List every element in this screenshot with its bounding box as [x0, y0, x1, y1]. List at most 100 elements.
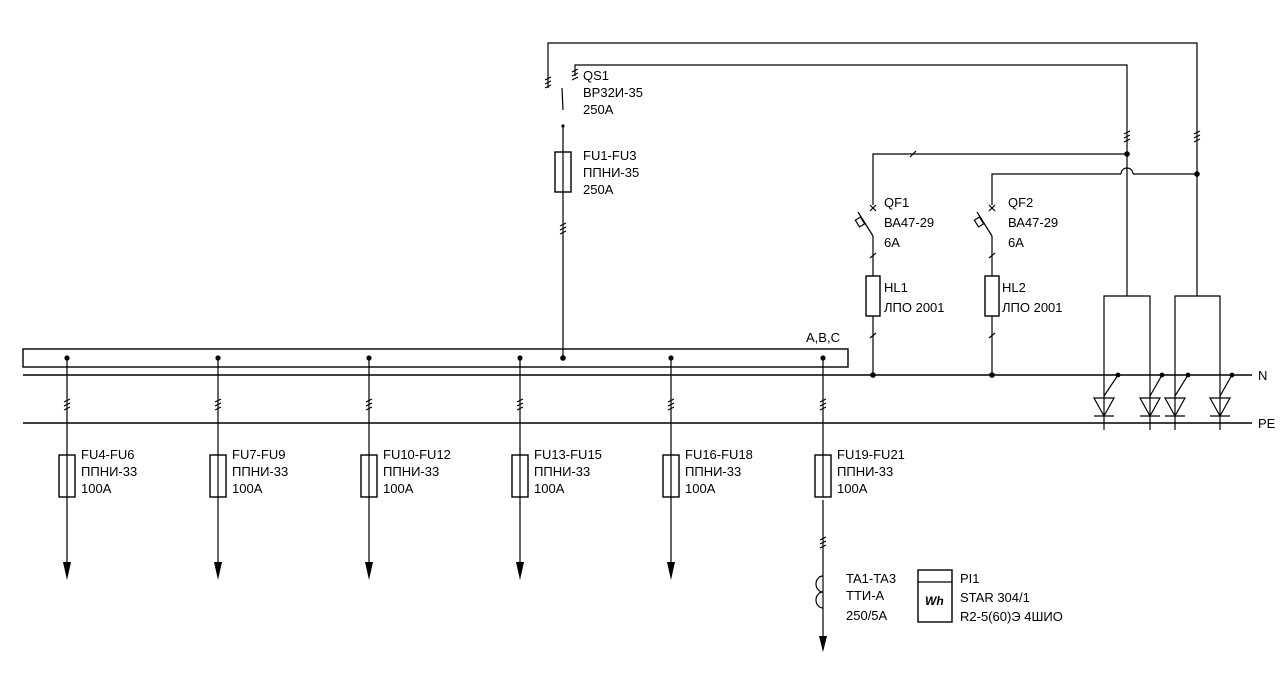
qf1-supply-wire: [872, 153, 1127, 205]
feeder-3-label: FU10-FU12: [383, 447, 451, 462]
fu1-fu3-type: ППНИ-35: [583, 165, 639, 180]
wh-meter-icon: Wh: [925, 594, 944, 608]
feeder-6-phase-ticks: [819, 398, 827, 411]
ta1-ta3-ct-coil: [815, 575, 824, 609]
feeder-4-rating: 100А: [534, 481, 565, 496]
feeder-2-type: ППНИ-33: [232, 464, 288, 479]
qs1-rating: 250А: [583, 102, 614, 117]
spd1-arrester-a: [1092, 374, 1119, 418]
feeder-4-type: ППНИ-33: [534, 464, 590, 479]
meter-spec: R2-5(60)Э 4ШИО: [960, 609, 1063, 624]
feeder-1-type: ППНИ-33: [81, 464, 137, 479]
feeder-2-phase-ticks: [214, 398, 222, 411]
feeder-1-rating: 100А: [81, 481, 112, 496]
ct-label: TA1-TA3: [846, 571, 896, 586]
qf2-tick: [988, 252, 996, 259]
qs1-type: ВР32И-35: [583, 85, 643, 100]
qs1-phase-ticks-left: [544, 76, 552, 89]
spd1-arrester-b: [1138, 374, 1163, 418]
meter-model: STAR 304/1: [960, 590, 1030, 605]
qf1-type: ВА47-29: [884, 215, 934, 230]
feeder-4-label: FU13-FU15: [534, 447, 602, 462]
qf1-trip-element: [854, 216, 866, 228]
hl2-tick: [988, 332, 996, 339]
incoming-bus-junction: [560, 355, 566, 361]
hl2-n-junction: [989, 372, 995, 378]
metering-phase-ticks: [819, 536, 827, 549]
feeder-5-phase-ticks: [667, 398, 675, 411]
qf2-label: QF2: [1008, 195, 1033, 210]
feeder-5-arrow: [667, 562, 675, 580]
qs1-blade: [561, 87, 564, 111]
spd2-arrester-b: [1208, 374, 1233, 418]
spd1-n-dot-b: [1159, 372, 1165, 378]
qf2-blade: [976, 211, 993, 237]
feeder-6-rating: 100А: [837, 481, 868, 496]
fu1-fu3-label: FU1-FU3: [583, 148, 636, 163]
hl1-label: HL1: [884, 280, 908, 295]
incoming-wire-inner: [574, 64, 1128, 154]
ct-rating: 250/5А: [846, 608, 888, 623]
lamp-circuits: QF1 ВА47-29 6А HL1 ЛПО 2001 QF2 ВА47-29 …: [854, 130, 1201, 378]
feeder-6-type: ППНИ-33: [837, 464, 893, 479]
hl1-tick: [869, 332, 877, 339]
hl2-label: HL2: [1002, 280, 1026, 295]
busbar-phase-label: A,B,C: [806, 330, 840, 345]
feeder-1-label: FU4-FU6: [81, 447, 134, 462]
hl2-lamp: [984, 275, 1000, 317]
qf1-supply-tick: [909, 150, 917, 158]
hl1-lamp: [865, 275, 881, 317]
feeder-3-arrow: [365, 562, 373, 580]
ct-type: ТТИ-А: [846, 588, 885, 603]
spd2-n-dot-a: [1185, 372, 1191, 378]
qf2-type: ВА47-29: [1008, 215, 1058, 230]
qf2-supply-wire-a: [991, 173, 1121, 205]
feeder-2-arrow: [214, 562, 222, 580]
metering-arrow: [819, 636, 827, 652]
qf1-label: QF1: [884, 195, 909, 210]
feeder-5-rating: 100А: [685, 481, 716, 496]
feeder-1-arrow: [63, 562, 71, 580]
hl2-type: ЛПО 2001: [1002, 300, 1063, 315]
spd2-n-dot-b: [1229, 372, 1235, 378]
qf2-contact-x: [988, 204, 996, 212]
metering: TA1-TA3 ТТИ-А 250/5А Wh PI1 STAR 304/1 R…: [815, 500, 1063, 652]
incoming-feeder: QS1 ВР32И-35 250А FU1-FU3 ППНИ-35 250А: [544, 42, 1198, 361]
qf1-blade: [857, 211, 874, 237]
feeder-2-label: FU7-FU9: [232, 447, 285, 462]
busbar-abc: [22, 348, 849, 368]
spd2-arrester-a: [1163, 374, 1189, 418]
qf1-contact-x: [869, 204, 877, 212]
spd1-n-dot-a: [1115, 372, 1121, 378]
hl1-type: ЛПО 2001: [884, 300, 945, 315]
feeder-3-phase-ticks: [365, 398, 373, 411]
qf2-rating: 6А: [1008, 235, 1024, 250]
hl1-n-junction: [870, 372, 876, 378]
feeder-2-rating: 100А: [232, 481, 263, 496]
qf2-trip-element: [973, 216, 985, 228]
incoming-phase-ticks: [559, 222, 567, 235]
inner-wire-ticks: [1123, 130, 1131, 143]
qs1-phase-ticks-right: [571, 68, 579, 81]
feeder-5-label: FU16-FU18: [685, 447, 753, 462]
outer-wire-ticks: [1193, 130, 1201, 143]
feeder-4-arrow: [516, 562, 524, 580]
qf1-tick: [869, 252, 877, 259]
meter-label: PI1: [960, 571, 980, 586]
feeder-3-rating: 100А: [383, 481, 414, 496]
neutral-label: N: [1258, 368, 1267, 383]
feeder-5-type: ППНИ-33: [685, 464, 741, 479]
pi1-meter: [917, 569, 953, 623]
incoming-wire-outer: [547, 42, 1198, 174]
feeder-3-type: ППНИ-33: [383, 464, 439, 479]
feeder-6-label: FU19-FU21: [837, 447, 905, 462]
surge-protection: [1092, 154, 1235, 430]
feeder-4-phase-ticks: [516, 398, 524, 411]
feeder-1-phase-ticks: [63, 398, 71, 411]
qf1-rating: 6А: [884, 235, 900, 250]
spd2-frame: [1174, 295, 1221, 430]
pe-label: PE: [1258, 416, 1276, 431]
spd1-frame: [1103, 295, 1151, 430]
